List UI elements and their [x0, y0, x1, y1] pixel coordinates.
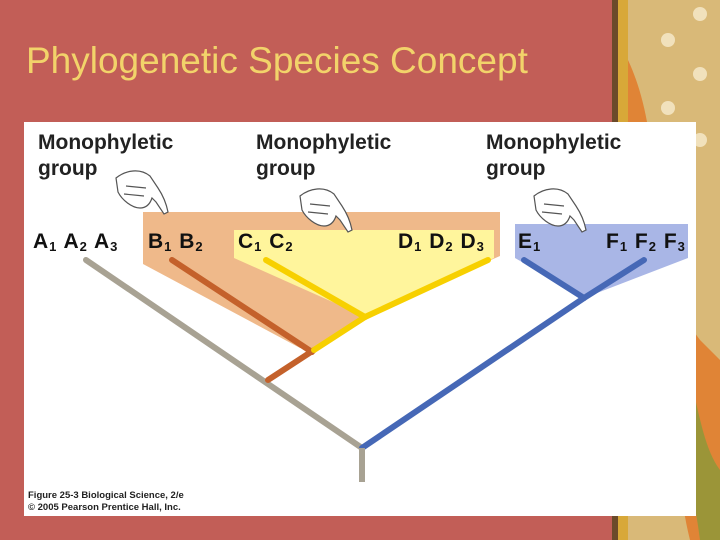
group-label-line1: Monophyletic: [486, 131, 622, 154]
taxon-label: D3: [460, 230, 484, 254]
branch-ef-stem: [359, 295, 587, 451]
group-label-line1: Monophyletic: [256, 131, 392, 154]
taxon-label: A1: [33, 230, 57, 254]
pointing-hand-icon: [299, 188, 353, 233]
group-cd-shading: [234, 230, 494, 316]
phylogeny-tree: [83, 170, 688, 482]
taxon-label: F1: [606, 230, 628, 254]
taxa-f: F1 F2 F3: [606, 230, 687, 259]
taxon-label: F3: [663, 230, 685, 254]
taxon-label: E1: [518, 230, 541, 254]
branch-b: [169, 257, 315, 355]
branch-a: [83, 257, 365, 451]
taxa-c: C1 C2: [238, 230, 295, 259]
taxon-label: F2: [634, 230, 656, 254]
taxon-label: C1: [238, 230, 262, 254]
pointing-hand-icon: [115, 170, 169, 215]
taxa-a: A1 A2 A3: [33, 230, 119, 259]
taxon-label: C2: [269, 230, 293, 254]
group-label-line2: group: [256, 157, 316, 180]
branch-e: [521, 257, 587, 301]
branch-d: [362, 257, 491, 320]
branch-c: [263, 257, 368, 320]
group-label-line2: group: [38, 157, 98, 180]
branch-f: [581, 257, 647, 301]
pointing-hand-icon: [533, 188, 587, 233]
taxon-label: B1: [148, 230, 172, 254]
decor-flower-icons: [661, 7, 707, 216]
taxon-label: D2: [429, 230, 453, 254]
figure-caption: Figure 25-3 Biological Science, 2/e © 20…: [28, 490, 184, 514]
group-label-line1: Monophyletic: [38, 131, 174, 154]
slide-title: Phylogenetic Species Concept: [26, 40, 528, 81]
taxon-label: D1: [398, 230, 422, 254]
caption-line: Figure 25-3 Biological Science, 2/e: [28, 490, 184, 501]
caption-line: © 2005 Pearson Prentice Hall, Inc.: [28, 502, 181, 513]
taxon-label: B2: [179, 230, 203, 254]
phylogeny-figure: Monophyletic group Monophyletic group Mo…: [24, 122, 696, 516]
taxon-label: A3: [93, 230, 118, 254]
branch-cd-stem: [311, 314, 368, 353]
group-label-cd: Monophyletic group: [256, 130, 391, 182]
group-label-line2: group: [486, 157, 546, 180]
group-label-bcd: Monophyletic group: [38, 130, 173, 182]
taxa-d: D1 D2 D3: [398, 230, 486, 259]
taxa-b: B1 B2: [148, 230, 205, 259]
branch-bcd-stem: [265, 347, 317, 383]
taxon-label: A2: [63, 230, 87, 254]
taxa-e: E1: [518, 230, 542, 259]
group-label-ef: Monophyletic group: [486, 130, 621, 182]
